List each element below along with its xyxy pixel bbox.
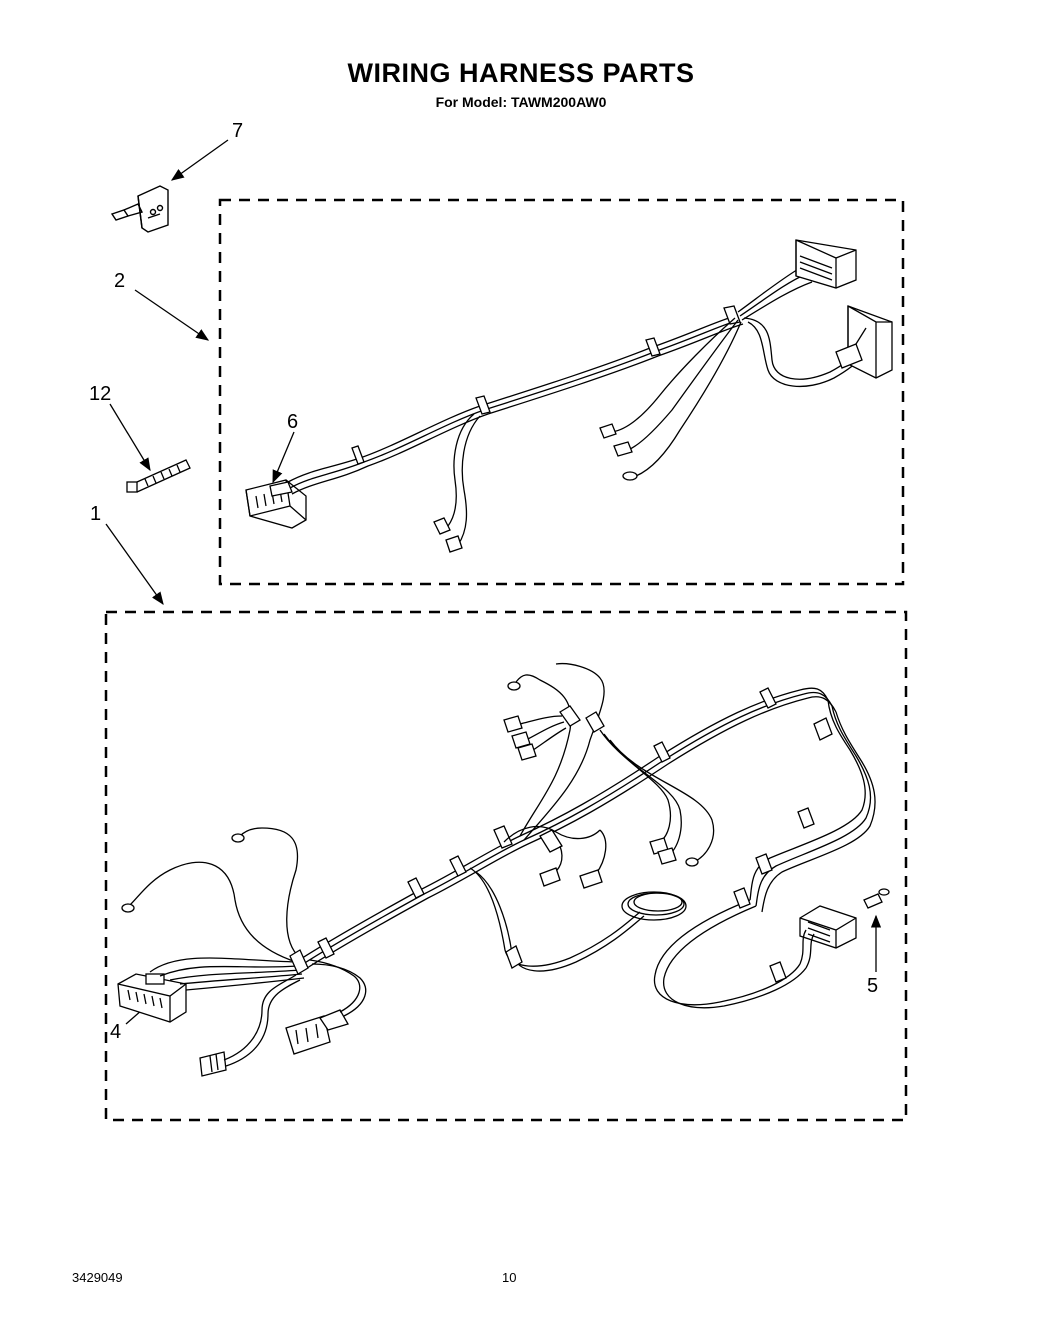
leader-2 xyxy=(134,289,210,341)
leader-12 xyxy=(109,403,151,472)
model-subtitle: For Model: TAWM200AW0 xyxy=(435,94,607,110)
leader-1 xyxy=(105,523,164,606)
lower-harness-box xyxy=(104,610,908,1122)
callout-5: 5 xyxy=(867,975,878,997)
bracket-clip-part xyxy=(110,185,169,233)
lower-harness-part xyxy=(117,662,890,1077)
callout-1: 1 xyxy=(90,503,101,525)
upper-harness-part xyxy=(245,239,893,553)
callout-4: 4 xyxy=(110,1021,121,1043)
callout-7: 7 xyxy=(232,120,243,142)
document-number: 3429049 xyxy=(72,1270,123,1285)
upper-harness-box xyxy=(218,198,905,586)
page-title: WIRING HARNESS PARTS xyxy=(347,58,695,88)
leader-6 xyxy=(272,431,295,484)
page-number: 10 xyxy=(502,1270,517,1285)
leader-7 xyxy=(170,139,229,181)
callout-6: 6 xyxy=(287,411,298,433)
cable-tie-part xyxy=(126,459,191,493)
callout-2: 2 xyxy=(114,270,125,292)
callout-12: 12 xyxy=(89,383,111,405)
